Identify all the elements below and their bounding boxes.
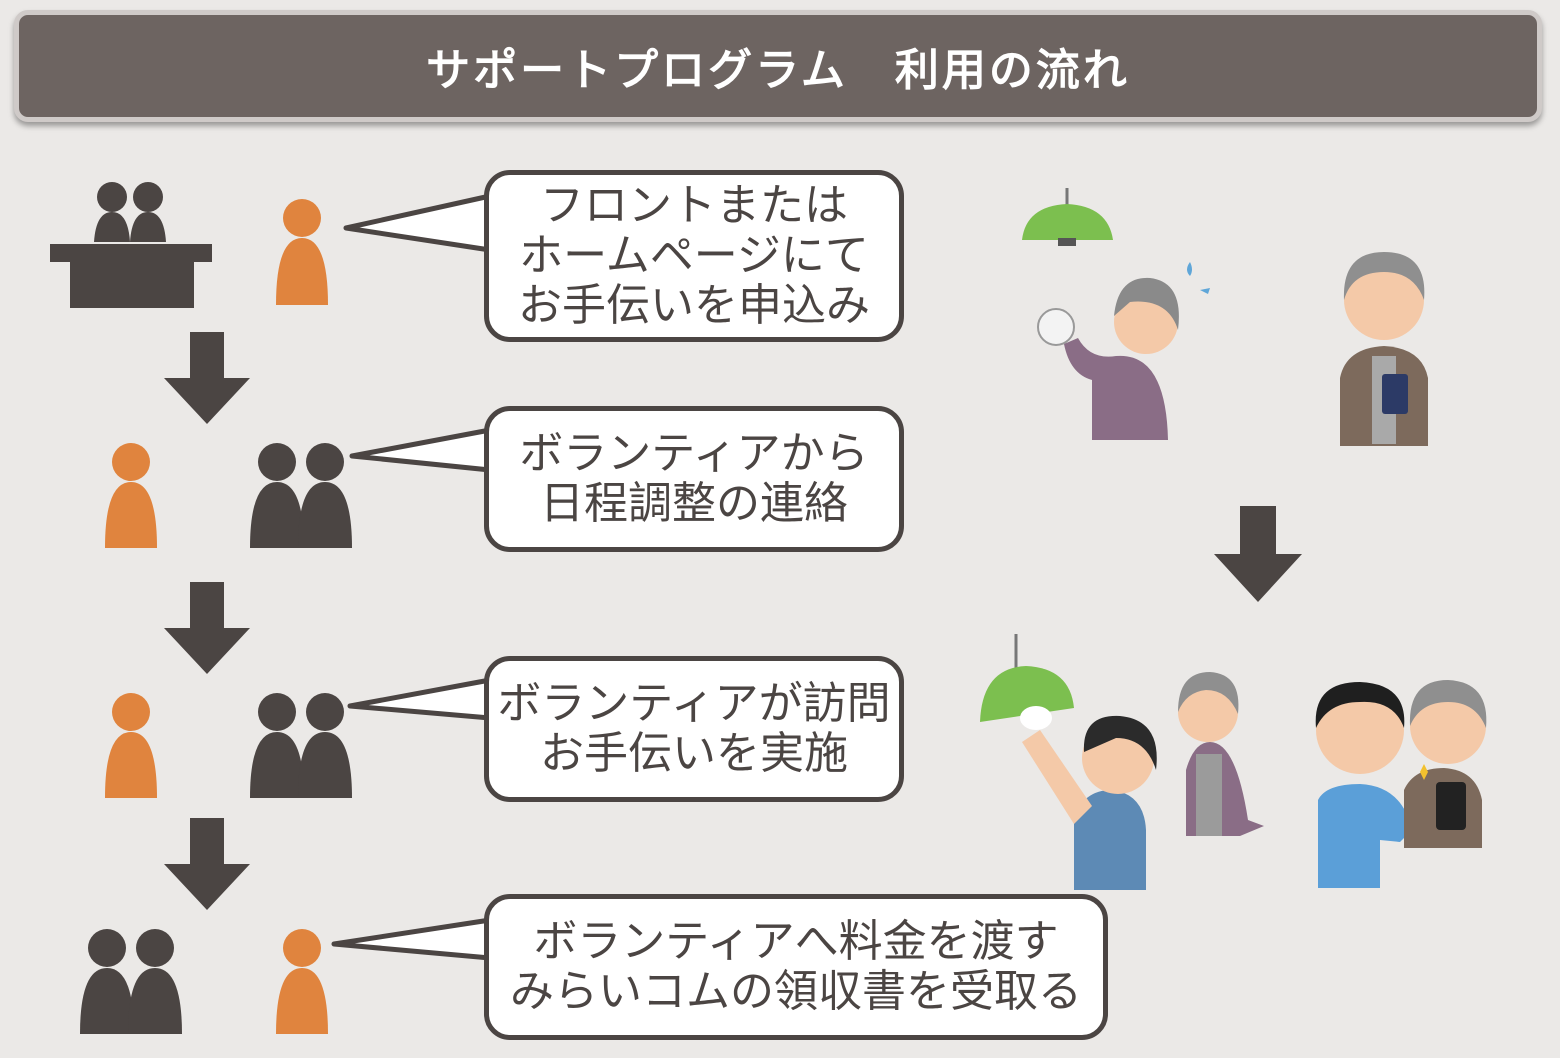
page-title: サポートプログラム 利用の流れ	[426, 45, 1130, 96]
step-4-line-2: みらいコムの領収書を受取る	[510, 966, 1082, 1017]
step-2-bubble: ボランティアから 日程調整の連絡	[484, 406, 904, 552]
person-icon-user-1	[276, 199, 328, 305]
senior-man-happy-illustration	[1404, 680, 1487, 848]
down-arrow-icon-2	[164, 582, 250, 674]
bubble-tail-3	[347, 677, 493, 721]
step-2-line-2: 日程調整の連絡	[540, 478, 848, 529]
step-3-bubble: ボランティアが訪問 お手伝いを実施	[484, 656, 904, 802]
down-arrow-icon-right	[1214, 506, 1302, 602]
step-3-line-2: お手伝いを実施	[540, 728, 848, 779]
bubble-tail-2	[349, 427, 493, 473]
volunteer-fixing-lamp-illustration	[1022, 715, 1157, 890]
person-icon-volunteers-4	[80, 929, 182, 1034]
person-icon-volunteers-2	[250, 443, 352, 548]
step-4-bubble: ボランティアへ料金を渡す みらいコムの領収書を受取る	[484, 894, 1108, 1040]
person-icon-user-4	[276, 929, 328, 1034]
reception-desk-icon	[50, 182, 212, 308]
step-1-line-2: ホームページにて	[519, 230, 869, 281]
volunteer-with-phone-illustration	[1315, 682, 1412, 888]
step-3-line-1: ボランティアが訪問	[497, 678, 891, 729]
title-bar: サポートプログラム 利用の流れ	[14, 10, 1542, 122]
senior-man-illustration	[1340, 252, 1428, 446]
lamp-icon-bottom	[980, 634, 1074, 730]
step-1-bubble: フロントまたは ホームページにて お手伝いを申込み	[484, 170, 904, 342]
down-arrow-icon-1	[164, 332, 250, 424]
person-icon-user-3	[105, 693, 157, 798]
step-1-line-3: お手伝いを申込み	[518, 280, 870, 331]
bubble-tail-1	[343, 193, 493, 253]
senior-woman-illustration	[1037, 262, 1210, 440]
lamp-icon-top	[1022, 188, 1113, 246]
step-2-line-1: ボランティアから	[519, 428, 869, 479]
step-1-line-1: フロントまたは	[540, 180, 848, 231]
person-icon-user-2	[105, 443, 157, 548]
down-arrow-icon-3	[164, 818, 250, 910]
senior-woman-happy-illustration	[1178, 672, 1264, 836]
bubble-tail-4	[331, 917, 493, 961]
person-icon-volunteers-3	[250, 693, 352, 798]
step-4-line-1: ボランティアへ料金を渡す	[533, 916, 1059, 967]
